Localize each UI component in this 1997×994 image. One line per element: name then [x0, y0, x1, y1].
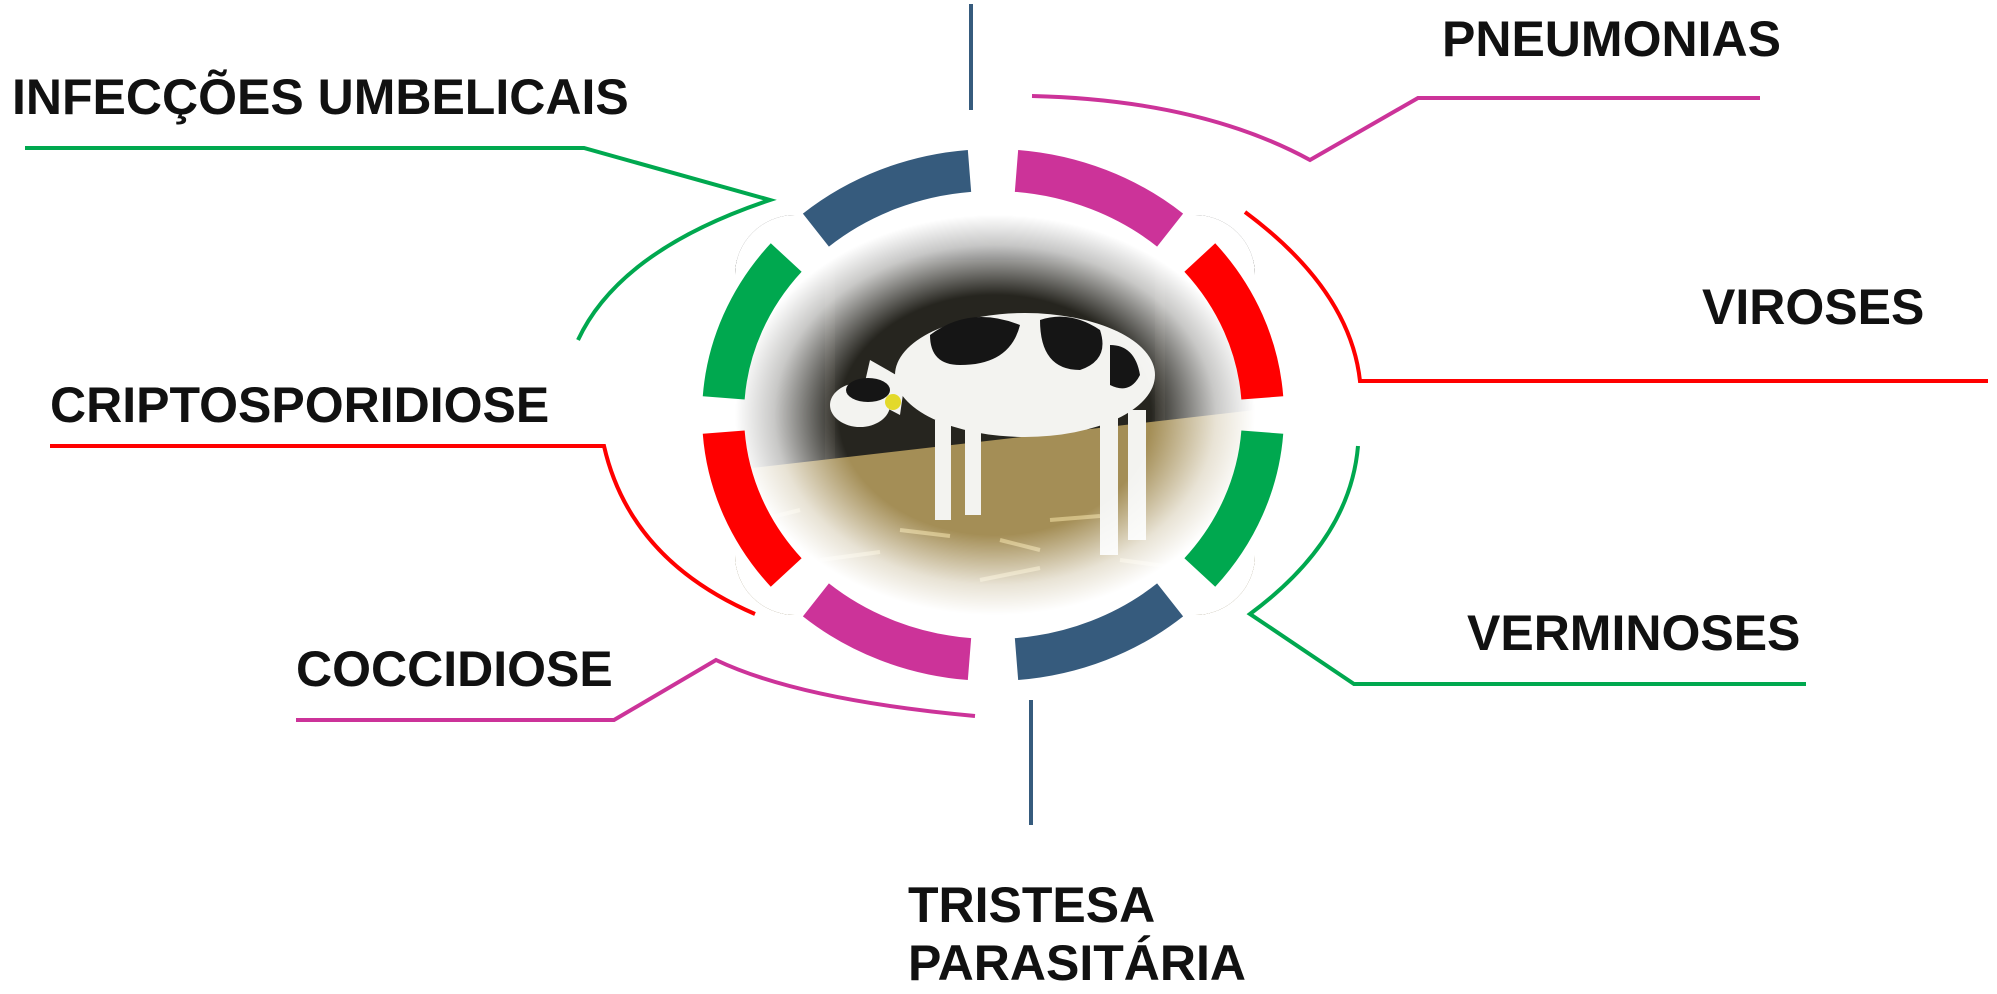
label-tristesa-line1: TRISTESA: [908, 876, 1246, 934]
label-tristesa-parasitaria: TRISTESA PARASITÁRIA: [908, 876, 1246, 992]
label-viroses: VIROSES: [1702, 282, 1924, 332]
label-coccidiose: COCCIDIOSE: [296, 644, 613, 694]
label-tristesa-line2: PARASITÁRIA: [908, 934, 1246, 992]
photo-vignette: [735, 215, 1255, 615]
label-criptosporidiose: CRIPTOSPORIDIOSE: [50, 380, 549, 430]
label-verminoses: VERMINOSES: [1467, 608, 1800, 658]
connector-criptosporidiose: [50, 446, 755, 614]
label-infeccoes-umbelicais: INFECÇÕES UMBELICAIS: [12, 72, 629, 122]
connector-pneumonias: [1032, 96, 1760, 160]
connector-infeccoes: [25, 148, 770, 340]
label-pneumonias: PNEUMONIAS: [1442, 14, 1781, 64]
